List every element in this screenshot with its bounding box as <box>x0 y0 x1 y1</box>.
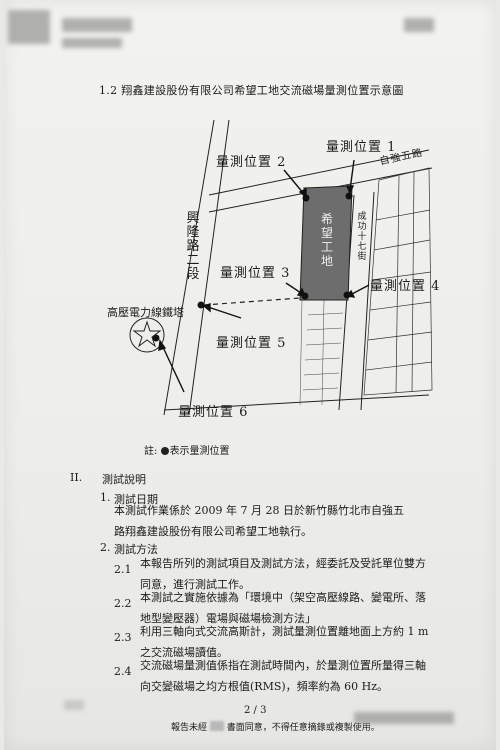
tower-circle <box>129 317 165 353</box>
redacted-footer-right <box>354 712 454 724</box>
label-pos5: 量測位置 5 <box>216 336 287 351</box>
item-text: 本報告所列的測試項目及測試方法，經委託及受託單位雙方同意，進行測試工作。 <box>140 557 426 591</box>
s2-title: 測試方法 <box>114 543 158 556</box>
footer-note-a: 報告未經 <box>171 723 208 733</box>
site-map <box>129 119 433 416</box>
note-prefix: 註: <box>144 446 158 457</box>
measure-dot-5 <box>197 301 205 309</box>
s2-number: 2. <box>100 541 111 554</box>
label-chenggong-st: 成功十七街 <box>357 212 367 262</box>
lot-grid <box>363 167 433 396</box>
road-line-mid-2 <box>360 191 375 411</box>
label-pos1: 量測位置 1 <box>326 140 397 155</box>
redacted-company <box>209 721 224 731</box>
label-xinglong-road: 興隆路二段 <box>186 211 200 282</box>
item-text: 利用三軸向式交流高斯計，測試量測位置離地面上方約 1 m 之交流磁場讀值。 <box>140 625 429 659</box>
redacted-footer-left <box>64 700 84 710</box>
tower-star <box>132 320 162 348</box>
s1-title: 測試日期 <box>114 493 158 506</box>
redacted-header-text <box>62 18 132 32</box>
dashed-link <box>203 297 301 306</box>
s1-number: 1. <box>100 491 111 504</box>
footer-notice: 報告未經 書面同意，不得任意摘錄或複製使用。 <box>171 720 380 733</box>
road-line-right <box>188 119 230 416</box>
redacted-logo <box>8 10 50 44</box>
item-number: 2.1 <box>114 563 132 576</box>
lot-hatch <box>299 297 345 406</box>
label-pos4: 量測位置 4 <box>370 279 441 294</box>
road-line-top <box>208 149 430 196</box>
section-roman: II. <box>70 471 83 484</box>
note-text: 表示量測位置 <box>169 446 230 457</box>
item-text: 交流磁場量測值係指在測試時間內，於量測位置所量得三軸向交變磁場之均方根值(RMS… <box>140 659 426 693</box>
item-number: 2.4 <box>114 665 132 678</box>
label-pos2: 量測位置 2 <box>216 155 287 170</box>
redacted-header-right <box>404 18 434 32</box>
item-number: 2.2 <box>114 597 132 610</box>
section-title: 測試說明 <box>102 473 146 486</box>
measure-dot-1 <box>345 192 353 200</box>
figure-title: 1.2 翔鑫建設股份有限公司希望工地交流磁場量測位置示意圖 <box>99 84 404 97</box>
site-building <box>299 185 353 301</box>
figure-note: 註: 表示量測位置 <box>144 442 230 457</box>
label-site: 希望工地 <box>320 212 333 268</box>
page-number: 2 / 3 <box>244 705 267 716</box>
road-line-mid <box>338 194 355 411</box>
bottom-boundary <box>163 394 430 411</box>
label-pos3: 量測位置 3 <box>220 266 291 281</box>
item-text: 本測試之實施依據為「環境中（架空高壓線路、變電所、落地型變壓器）電場與磁場檢測方… <box>140 591 426 625</box>
measure-dot-icon <box>160 447 169 455</box>
label-tower: 高壓電力線鐵塔 <box>107 306 184 319</box>
label-pos6: 量測位置 6 <box>178 405 249 420</box>
redacted-header-text-2 <box>62 38 122 48</box>
measure-dot-6 <box>152 334 160 342</box>
footer-note-b: 書面同意，不得任意摘錄或複製使用。 <box>226 723 380 733</box>
item-number: 2.3 <box>114 631 132 644</box>
pointer-arrows <box>158 159 370 393</box>
s1-body: 本測試作業係於 2009 年 7 月 28 日於新竹縣竹北市自強五路翔鑫建設股份… <box>114 504 404 538</box>
document-page: 1.2 翔鑫建設股份有限公司希望工地交流磁場量測位置示意圖 <box>4 0 496 750</box>
